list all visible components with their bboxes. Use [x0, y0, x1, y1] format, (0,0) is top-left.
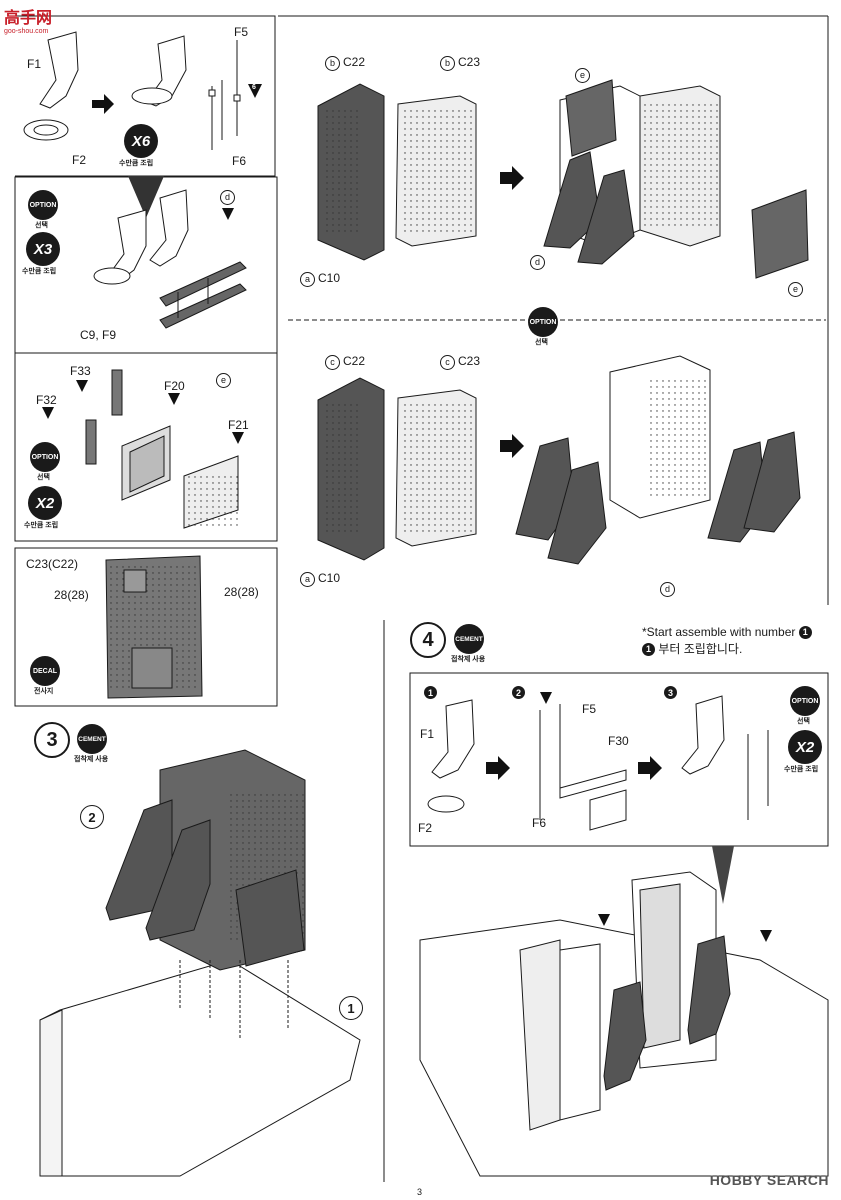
page-number: 3	[417, 1187, 423, 1197]
part-label-f5: F5	[234, 25, 249, 39]
start-note-marker: 1	[798, 626, 812, 640]
cement-label-kr: 접착제 사용	[74, 756, 109, 763]
sub-step-3: 3	[664, 686, 677, 699]
multiply-badge-x2: X2	[788, 730, 822, 764]
multiply-badge-x6: X6	[124, 124, 158, 158]
start-note-kr: 1 부터 조립합니다.	[642, 642, 742, 657]
part-label-f6: F6	[532, 816, 547, 830]
option-badge: OPTION	[28, 190, 58, 220]
seat-rail-drawing	[93, 189, 247, 329]
start-note-marker: 1	[642, 643, 655, 657]
walls-b-drawing	[317, 79, 809, 279]
ref-a: a	[300, 272, 315, 287]
step4-drawing	[419, 871, 829, 1177]
part-label-c10: C10	[318, 571, 341, 585]
multiply-badge-x3: X3	[26, 232, 60, 266]
ref-c: c	[325, 355, 340, 370]
ref-c: c	[440, 355, 455, 370]
option-label-kr: 선택	[35, 222, 48, 229]
step4-sub-drawing	[427, 695, 769, 831]
walls-c-drawing	[317, 355, 801, 565]
site-logo-sub: goo-shou.com	[4, 28, 49, 35]
cement-badge: CEMENT	[77, 724, 107, 754]
multiply-badge-x2: X2	[28, 486, 62, 520]
option-badge: OPTION	[528, 307, 558, 337]
step-number-3: 3	[34, 722, 70, 758]
decal-panel-title: C23(C22)	[26, 557, 79, 571]
step-number-4: 4	[410, 622, 446, 658]
part-label-f21: F21	[228, 418, 249, 432]
start-note-en: *Start assemble with number 1	[642, 625, 812, 640]
sub-step-1: 1	[424, 686, 437, 699]
watermark: HOBBY SEARCH	[709, 1172, 829, 1188]
part-label-c23: C23	[458, 55, 481, 69]
option-badge: OPTION	[790, 686, 820, 716]
ref-e: e	[216, 373, 231, 388]
sub-step-2: 2	[512, 686, 525, 699]
part-label-f33: F33	[70, 364, 91, 378]
part-label-f5: F5	[582, 702, 597, 716]
part-label-c22: C22	[343, 354, 366, 368]
seat-drawing	[23, 31, 241, 150]
option-label-kr: 선택	[37, 474, 50, 481]
start-note-kr-text: 부터 조립합니다.	[658, 642, 743, 656]
parts-label-c9-f9: C9, F9	[80, 328, 117, 342]
option-label-kr: 선택	[797, 718, 810, 725]
ref-a: a	[300, 572, 315, 587]
cement-badge: CEMENT	[454, 624, 484, 654]
part-label-c23: C23	[458, 354, 481, 368]
site-logo-text: 高手网	[4, 10, 53, 27]
ref-b: b	[440, 56, 455, 71]
ref-b: b	[325, 56, 340, 71]
part-label-c10: C10	[318, 271, 341, 285]
callout-2: 2	[80, 805, 104, 829]
ref-d: d	[660, 582, 675, 597]
make-count-label: 수만큼 조립	[24, 522, 59, 529]
ref-e: e	[575, 68, 590, 83]
part-label-f20: F20	[164, 379, 185, 393]
decal-wall-drawing	[105, 555, 203, 699]
count-marker: 6	[252, 84, 256, 91]
option-label-kr: 선택	[535, 339, 548, 346]
part-label-f2: F2	[418, 821, 433, 835]
site-logo: 高手网 goo-shou.com	[4, 4, 52, 35]
part-label-f1: F1	[420, 727, 435, 741]
cement-label-kr: 접착제 사용	[451, 656, 486, 663]
part-label-f1: F1	[27, 57, 42, 71]
decal-label-kr: 전사지	[34, 688, 54, 695]
decal-number-left: 28(28)	[54, 588, 89, 602]
option-badge: OPTION	[30, 442, 60, 472]
start-note-text: *Start assemble with number	[642, 625, 796, 639]
ref-d: d	[220, 190, 235, 205]
make-count-label: 수만큼 조립	[784, 766, 819, 773]
callout-1: 1	[339, 996, 363, 1020]
part-label-f2: F2	[72, 153, 87, 167]
part-label-c22: C22	[343, 55, 366, 69]
part-label-f6: F6	[232, 154, 247, 168]
side-panel-drawing	[85, 369, 239, 529]
ref-e: e	[788, 282, 803, 297]
part-label-f30: F30	[608, 734, 629, 748]
decal-badge: DECAL	[30, 656, 60, 686]
decal-number-right: 28(28)	[224, 585, 259, 599]
step3-drawing	[39, 749, 361, 1177]
ref-d: d	[530, 255, 545, 270]
make-count-label: 수만큼 조립	[119, 160, 154, 167]
make-count-label: 수만큼 조립	[22, 268, 57, 275]
part-label-f32: F32	[36, 393, 57, 407]
